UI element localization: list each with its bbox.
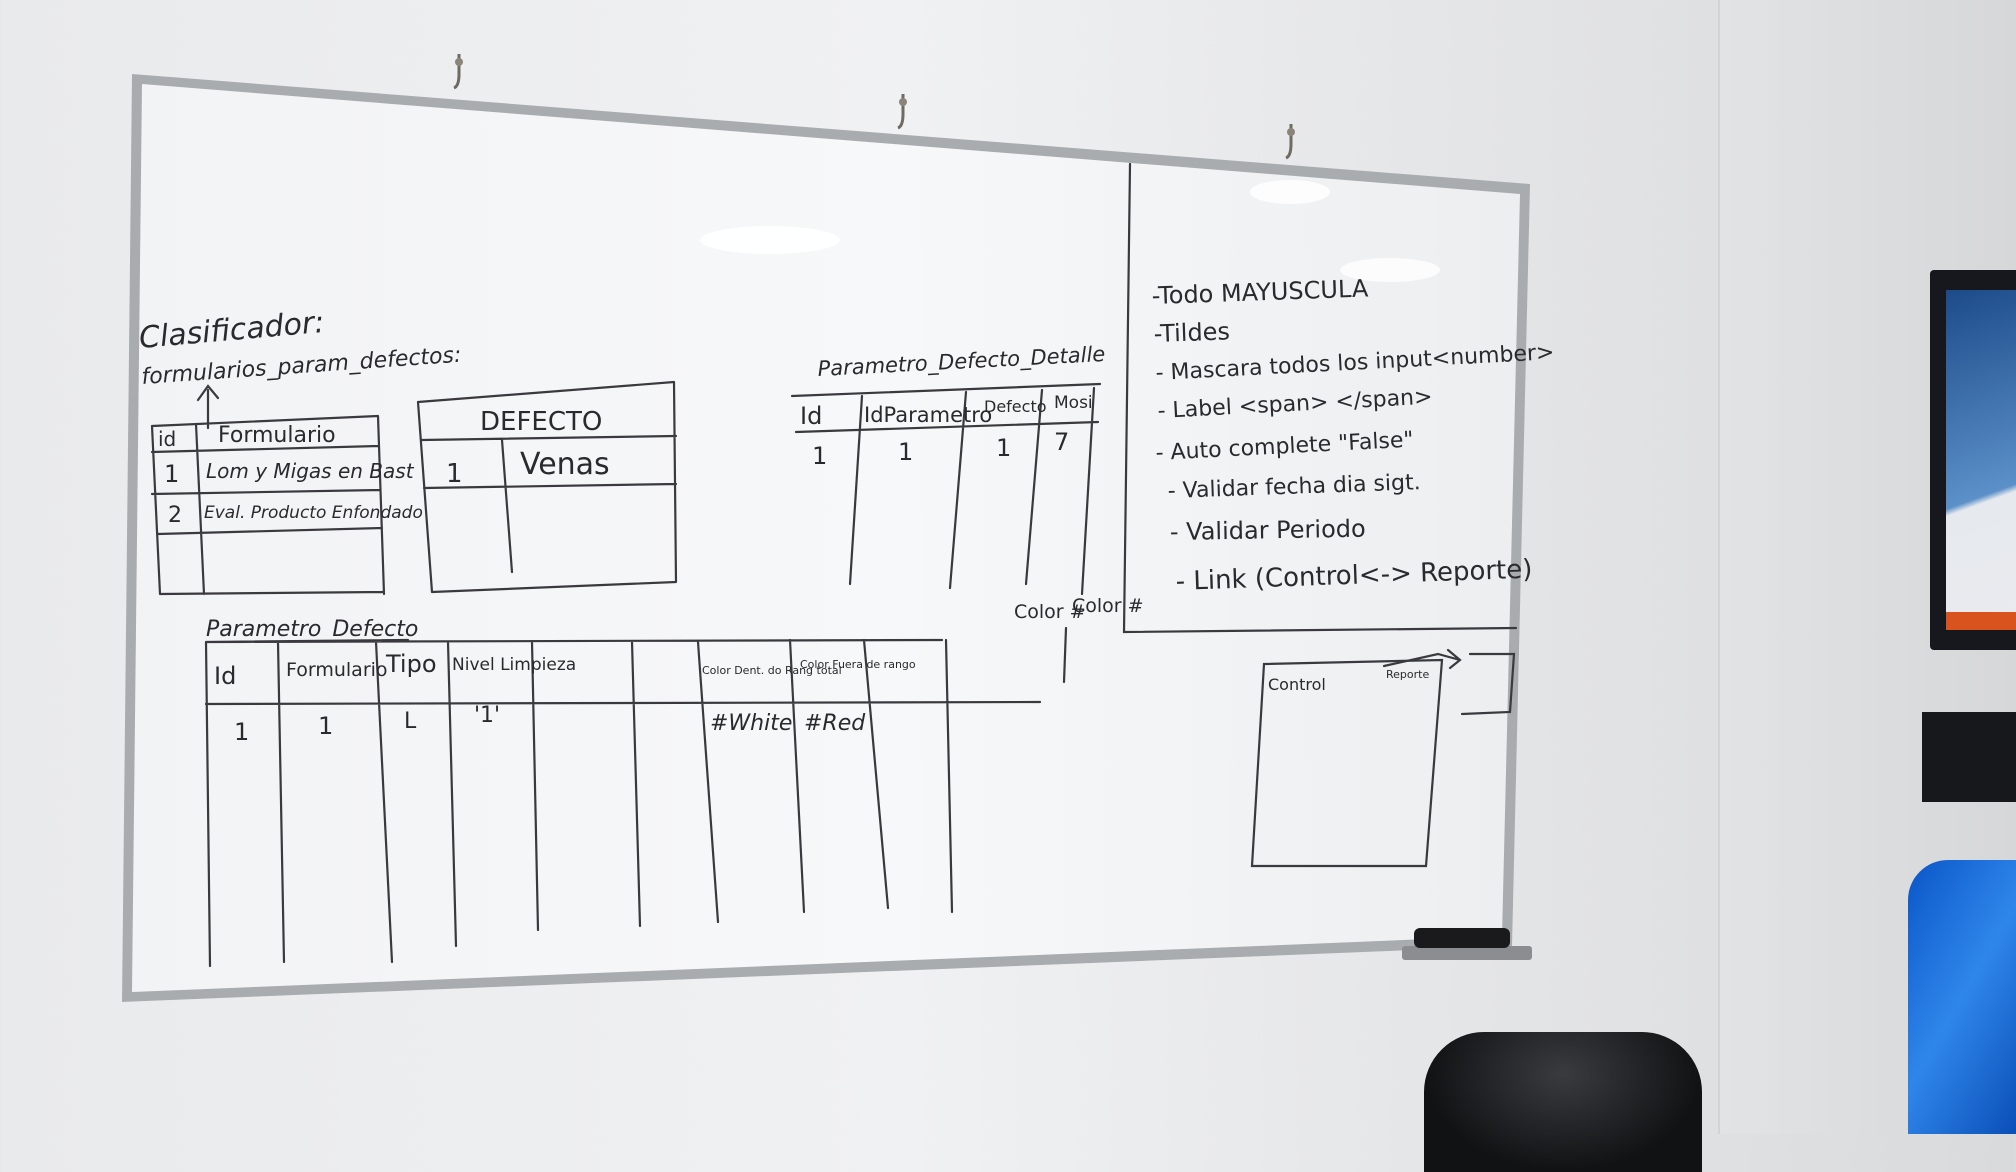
parametro-header: Tipo	[385, 650, 437, 678]
marker-tray	[1402, 946, 1532, 960]
detalle-cell: 7	[1054, 428, 1069, 456]
formulario-row-id: 1	[164, 460, 179, 488]
detalle-header: IdParametro	[864, 403, 992, 427]
detalle-cell: 1	[996, 434, 1011, 462]
notes-border	[1122, 162, 1518, 634]
shelf	[1922, 712, 2016, 802]
formulario-header-id: id	[158, 427, 176, 451]
detalle-header: Defecto	[984, 397, 1047, 416]
control-reporte-sketch: Control Reporte	[1250, 648, 1516, 868]
wall-corner	[1718, 0, 1720, 1134]
defecto-row-name: Venas	[520, 447, 610, 482]
office-chair	[1424, 1032, 1702, 1172]
defecto-header: DEFECTO	[480, 407, 602, 437]
parametro-cell: 1	[318, 712, 333, 740]
defecto-row-id: 1	[446, 459, 463, 489]
arrow-up-icon	[196, 384, 220, 430]
parametro-cell: #Red	[804, 711, 866, 736]
parametro-cell: #White	[710, 711, 792, 736]
parametro-cell: '1'	[474, 703, 500, 728]
hook-icon	[896, 92, 910, 136]
parametro-header: Id	[214, 662, 236, 690]
glare	[700, 226, 840, 254]
parametro-title: Parametro_Defecto	[206, 617, 418, 642]
formulario-row-name: Lom y Migas en Bast	[206, 459, 415, 483]
sketch-left-label: Control	[1268, 675, 1326, 694]
detalle-header: Id	[800, 402, 822, 430]
monitor-bar	[1946, 612, 2016, 630]
parametro-extra-header: Color #	[1014, 601, 1086, 623]
parametro-table: Parametro_Defecto Id Formulario Tipo Niv…	[204, 595, 1144, 968]
hook-icon	[1284, 122, 1298, 166]
detalle-header: Mosi	[1054, 393, 1093, 413]
formulario-table: id Formulario 1 Lom y Migas en Bast 2 Ev…	[150, 414, 423, 596]
parametro-header: Color Dent. do Rang total	[702, 664, 842, 677]
note-item: - Validar Periodo	[1170, 515, 1366, 546]
formulario-row-id: 2	[168, 503, 182, 528]
monitor-screen	[1946, 290, 2016, 630]
defecto-table: DEFECTO 1 Venas	[416, 380, 678, 594]
plastic-bag	[1908, 860, 2016, 1134]
eraser	[1414, 928, 1510, 948]
sketch-right-label: Reporte	[1386, 668, 1429, 681]
formulario-row-name: Eval. Producto Enfondado	[204, 503, 423, 523]
detalle-cell: 1	[812, 442, 827, 470]
parametro-header: Nivel Limpieza	[452, 655, 576, 675]
parametro-header: Color Fuera de rango	[800, 658, 916, 671]
board-surface	[132, 84, 1520, 992]
formulario-header-name: Formulario	[218, 423, 336, 448]
parametro-cell: L	[404, 709, 417, 734]
parametro-cell: 1	[234, 718, 249, 746]
hook-icon	[452, 52, 466, 96]
parametro-header: Formulario	[286, 659, 388, 681]
whiteboard: Clasificador: formularios_param_defectos…	[122, 74, 1555, 1002]
note-item: -Tildes	[1153, 317, 1230, 348]
detalle-cell: 1	[898, 438, 913, 466]
glare	[1250, 180, 1330, 204]
parametro-extra-header: Color #	[1072, 595, 1144, 617]
glare	[1340, 258, 1440, 282]
